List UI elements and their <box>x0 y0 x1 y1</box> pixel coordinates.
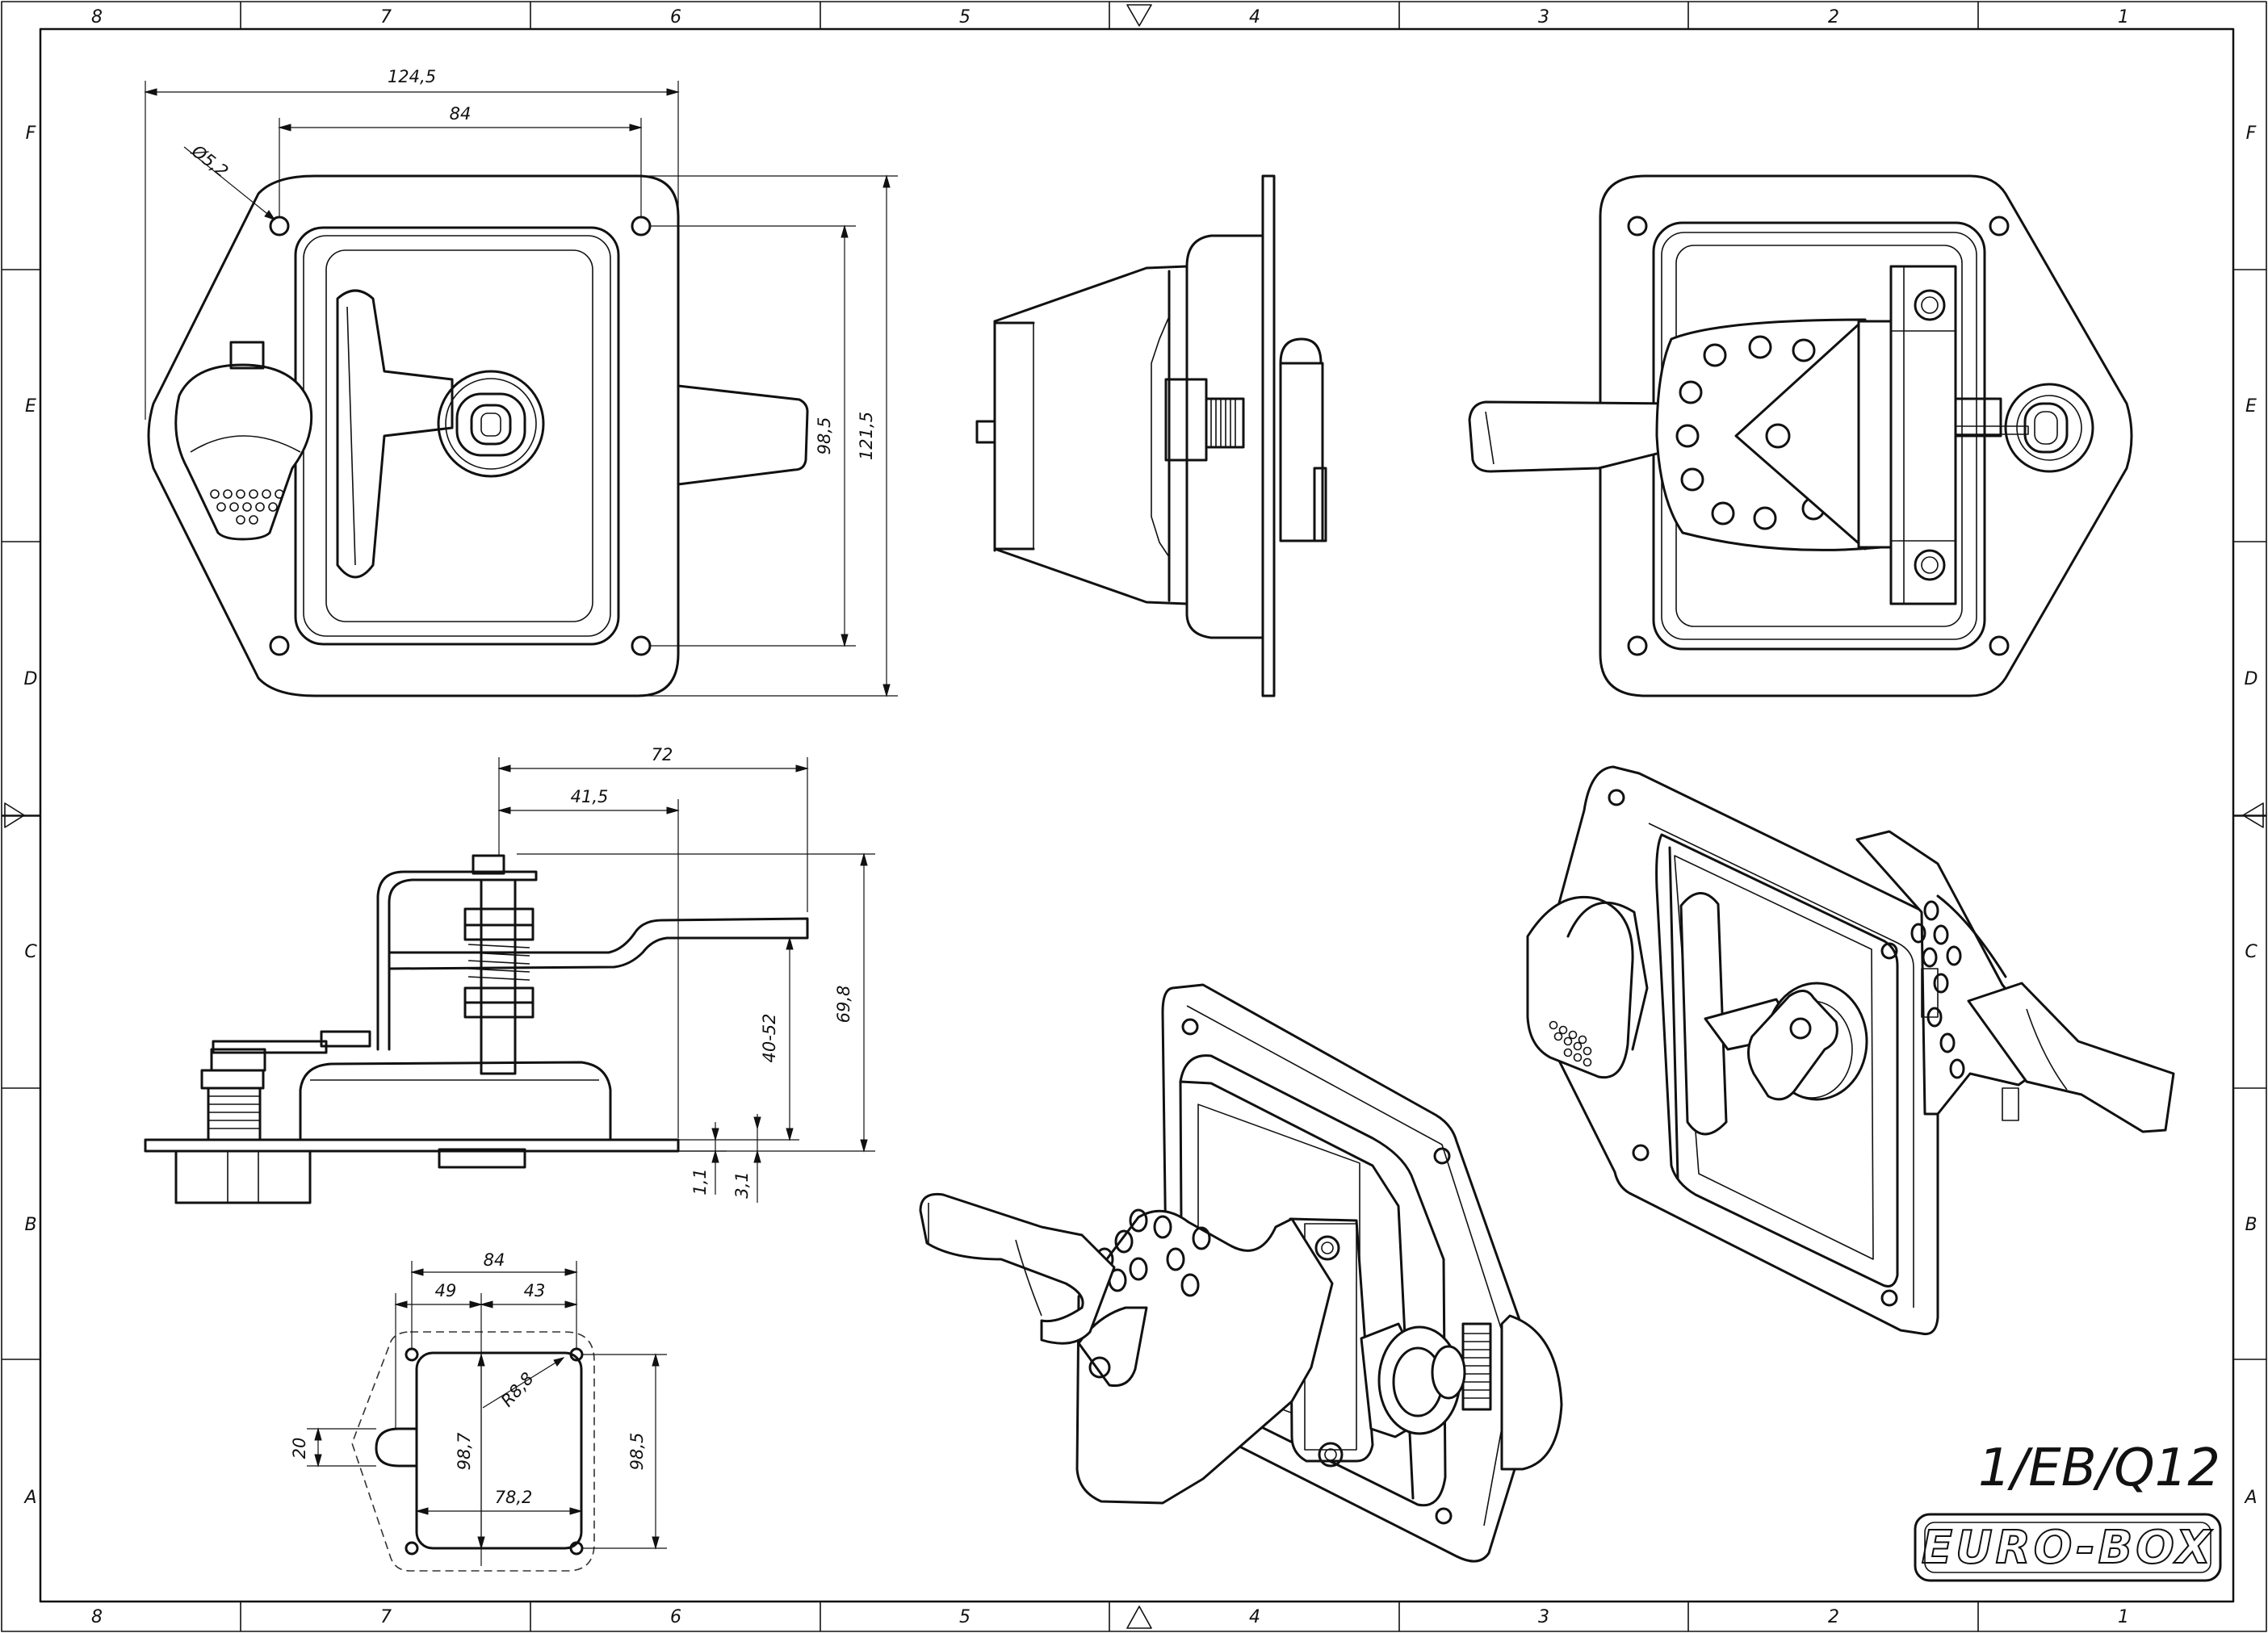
dim-overall-height: 121,5 <box>857 412 876 460</box>
mounting-hole-icon <box>1181 1018 1199 1036</box>
mounting-hole-icon <box>1433 1147 1451 1165</box>
grid-col-5: 5 <box>959 7 971 27</box>
dim-hole-spacing-v: 98,5 <box>815 417 834 455</box>
mounting-hole-icon <box>1989 635 2010 656</box>
brand-logo-text: EURO-BOX <box>1922 1522 2214 1574</box>
mounting-hole-icon <box>1880 1289 1898 1307</box>
part-number: 1/EB/Q12 <box>1978 1438 2220 1498</box>
mounting-hole-icon <box>405 1541 419 1556</box>
grid-col-4-bottom: 4 <box>1249 1607 1260 1627</box>
dim-cutout-width-total: 84 <box>484 1250 505 1270</box>
dim-hole-diameter: Ø5,2 <box>187 140 232 181</box>
grid-row-f: F <box>26 124 36 144</box>
grid-col-6: 6 <box>670 7 681 27</box>
dim-tab-height: 20 <box>290 1438 309 1459</box>
grid-row-f-right: F <box>2246 124 2257 144</box>
cutout-dimensions: 84 49 43 R8,8 98,7 98,5 78,2 20 <box>290 1250 667 1566</box>
mounting-hole-icon <box>631 216 652 237</box>
mounting-hole-icon <box>1435 1507 1453 1525</box>
grid-col-2: 2 <box>1828 7 1839 27</box>
grid-col-5-bottom: 5 <box>959 1607 971 1627</box>
grid-row-e: E <box>25 396 36 417</box>
dim-adjust-range: 40-52 <box>760 1013 779 1062</box>
mounting-hole-icon <box>269 216 290 237</box>
side-section <box>144 854 809 1204</box>
grid-row-d: D <box>24 669 38 689</box>
dim-overall-width: 124,5 <box>388 67 436 86</box>
grid-col-8-bottom: 8 <box>91 1607 103 1627</box>
grid-col-3: 3 <box>1538 7 1549 27</box>
grid-col-7: 7 <box>380 7 392 27</box>
grid-row-a: A <box>23 1488 36 1508</box>
isometric-rear-view <box>919 983 1563 1563</box>
mounting-hole-icon <box>1880 942 1898 960</box>
dim-plate-thickness: 1,1 <box>690 1168 710 1195</box>
cutout-view <box>351 1331 595 1572</box>
grid-col-7-bottom: 7 <box>380 1607 392 1627</box>
mounting-hole-icon <box>1627 216 1648 237</box>
isometric-front-view <box>1526 765 2175 1336</box>
grid-col-8: 8 <box>91 7 103 27</box>
dim-corner-radius: R8,8 <box>497 1369 538 1411</box>
front-view-dimensions: 124,5 84 Ø5,2 98,5 121,5 <box>144 67 898 697</box>
mounting-hole-icon <box>1627 635 1648 656</box>
grid-col-1-bottom: 1 <box>2118 1607 2129 1627</box>
grid-row-e-right: E <box>2245 396 2257 417</box>
dim-depth-mid: 41,5 <box>571 787 609 806</box>
grid-labels: 8 7 6 5 4 3 2 1 8 7 6 5 4 3 2 1 F E D C … <box>23 7 2258 1627</box>
dim-cutout-hole-spacing-v: 98,5 <box>627 1433 647 1471</box>
mounting-hole-icon <box>1608 789 1625 806</box>
dim-depth-total: 72 <box>652 745 673 764</box>
grid-row-b-right: B <box>2245 1215 2257 1235</box>
side-view-top <box>975 174 1327 697</box>
front-view <box>147 174 809 697</box>
dim-cutout-left-offset: 49 <box>435 1281 457 1300</box>
grid-row-d-right: D <box>2245 669 2258 689</box>
brand-logo: EURO-BOX <box>1914 1513 2222 1582</box>
dim-cutout-height: 98,7 <box>455 1432 474 1470</box>
grid-row-b: B <box>24 1215 36 1235</box>
grid-row-c-right: C <box>2245 942 2258 962</box>
mounting-hole-icon <box>1989 216 2010 237</box>
side-section-dimensions: 72 41,5 69,8 40-52 1,1 3,1 <box>497 745 875 1203</box>
grid-row-c: C <box>24 942 37 962</box>
grid-col-3-bottom: 3 <box>1538 1607 1549 1627</box>
mounting-hole-icon <box>1632 1144 1650 1162</box>
mounting-hole-icon <box>631 635 652 656</box>
dim-cutout-width: 78,2 <box>495 1488 533 1507</box>
dim-cutout-right-offset: 43 <box>524 1281 546 1300</box>
mounting-hole-icon <box>405 1347 419 1362</box>
grid-row-a-right: A <box>2243 1488 2257 1508</box>
rear-view <box>1468 174 2133 697</box>
grid-col-4: 4 <box>1249 7 1260 27</box>
dim-height-total: 69,8 <box>834 986 853 1024</box>
dim-flange-thickness: 3,1 <box>732 1171 752 1198</box>
grid-col-1: 1 <box>2118 7 2129 27</box>
dim-hole-spacing-h: 84 <box>450 104 472 124</box>
grid-col-2-bottom: 2 <box>1828 1607 1839 1627</box>
mounting-hole-icon <box>269 635 290 656</box>
grid-col-6-bottom: 6 <box>670 1607 681 1627</box>
